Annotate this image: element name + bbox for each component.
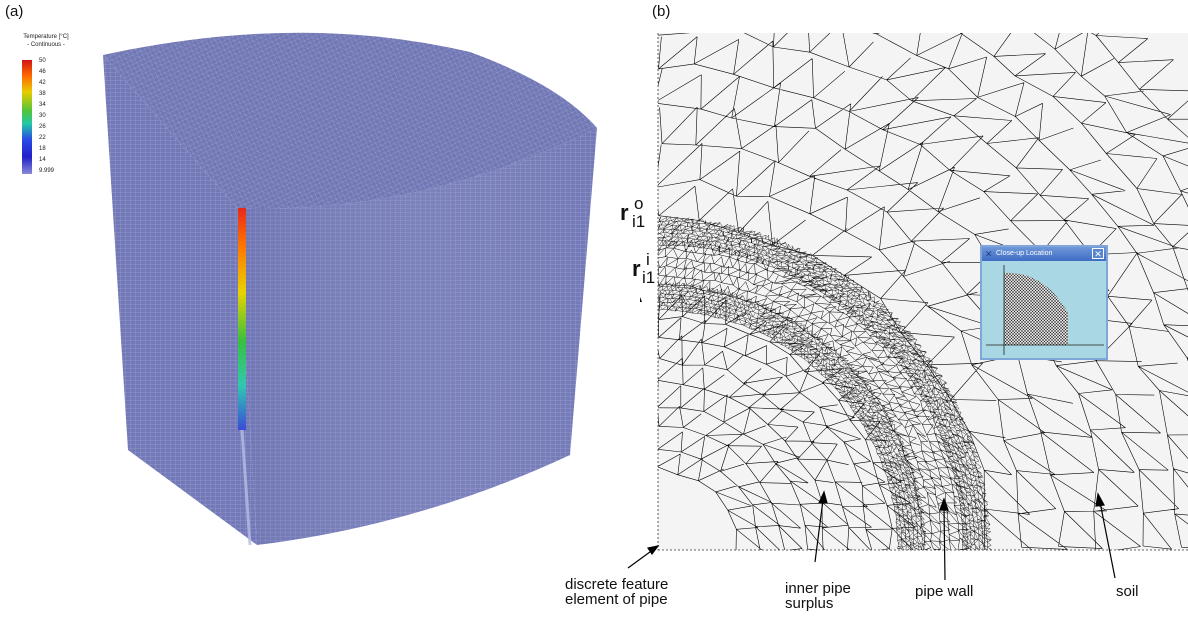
- pipe-temperature-stripe: [238, 208, 246, 430]
- annotation-inner-pipe-surplus: inner pipe surplus: [785, 580, 851, 612]
- legend-tick: 46: [39, 69, 46, 75]
- panel-a-label: (a): [5, 3, 24, 20]
- temperature-legend: Temperature [°C] - Continuous - 50 46 42…: [12, 33, 80, 174]
- legend-tick: 26: [39, 124, 46, 130]
- closeup-title: Close-up Location: [996, 250, 1053, 257]
- annotation-discrete-feature: discrete feature element of pipe: [565, 576, 669, 608]
- legend-tick: 18: [39, 146, 46, 152]
- panel-a-3d-model: Temperature [°C] - Continuous - 50 46 42…: [12, 32, 597, 546]
- legend-title: Temperature [°C]: [23, 34, 69, 40]
- crosshair-icon: ✕: [985, 249, 993, 259]
- legend-tick: 50: [39, 58, 46, 64]
- radius-arrow-inner: [640, 297, 642, 302]
- cube-left-face: [103, 55, 257, 545]
- legend-tick: 9.999: [39, 168, 55, 174]
- mesh-block-3d: [103, 32, 597, 546]
- closeup-thumbnail: [986, 265, 1104, 355]
- legend-tick: 22: [39, 135, 46, 141]
- legend-subtitle: - Continuous -: [27, 42, 65, 48]
- panel-b-label: (b): [652, 3, 671, 20]
- legend-tick: 30: [39, 113, 46, 119]
- closeup-location-window[interactable]: ✕ Close-up Location ✕: [980, 245, 1108, 360]
- legend-tick: 38: [39, 91, 46, 97]
- annotation-soil: soil: [1116, 583, 1139, 600]
- annotation-pipe-wall: pipe wall: [915, 583, 974, 600]
- legend-color-bar: [22, 60, 32, 174]
- legend-ticks: 50 46 42 38 34 30 26 22 18 14 9.999: [39, 57, 54, 178]
- legend-tick: 42: [39, 80, 46, 86]
- legend-tick: 14: [39, 157, 46, 163]
- r-outer-label: r o i1: [620, 194, 646, 231]
- r-inner-label: r i i1: [632, 250, 656, 287]
- legend-tick: 34: [39, 102, 46, 108]
- closeup-titlebar[interactable]: ✕ Close-up Location ✕: [982, 247, 1106, 261]
- cube-top-face: [103, 32, 597, 209]
- close-button[interactable]: ✕: [1092, 248, 1104, 259]
